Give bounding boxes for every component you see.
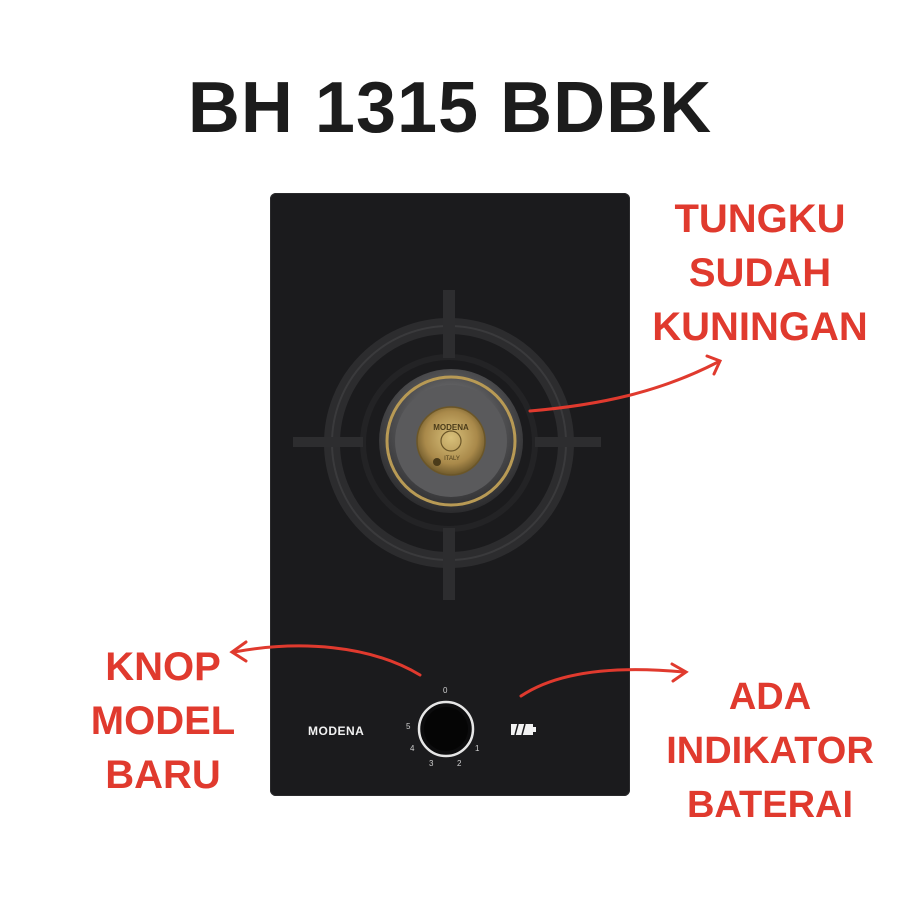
knob-scale-3: 3 — [429, 759, 434, 768]
arrow-burner — [528, 360, 720, 413]
product-title: BH 1315 BDBK — [187, 68, 713, 148]
callout-burner-line-1: TUNGKU — [674, 197, 846, 241]
callout-burner-line-3: KUNINGAN — [652, 305, 868, 349]
arrow-battery — [519, 668, 686, 698]
pan-support — [293, 290, 601, 600]
callout-battery-line-1: ADA — [728, 676, 812, 718]
knob-scale-4: 4 — [410, 744, 415, 753]
brand-logo: MODENA — [308, 724, 365, 738]
battery-indicator-icon — [511, 723, 536, 736]
burner-cap-origin: ITALY — [444, 456, 460, 462]
callout-burner: TUNGKU SUDAH KUNINGAN — [640, 192, 880, 354]
knob-scale-0: 0 — [443, 686, 448, 695]
callout-battery-line-2: INDIKATOR — [666, 730, 874, 772]
brass-burner — [379, 369, 523, 513]
callout-knob: KNOP MODEL BARU — [68, 640, 258, 802]
burner-cap-logo: MODENA — [433, 423, 469, 432]
arrow-knob-head — [229, 640, 248, 663]
annotation-arrows — [229, 354, 723, 698]
control-knob[interactable] — [417, 700, 475, 758]
knob-scale-2: 2 — [457, 759, 462, 768]
callout-knob-line-1: KNOP — [105, 645, 221, 689]
arrow-burner-head — [705, 354, 723, 376]
arrow-battery-head — [670, 662, 689, 683]
callout-knob-line-2: MODEL — [90, 699, 236, 743]
arrow-knob — [232, 644, 422, 677]
callout-battery: ADA INDIKATOR BATERAI — [660, 670, 880, 832]
knob-scale-1: 1 — [475, 744, 480, 753]
callout-knob-line-3: BARU — [105, 753, 221, 797]
callout-burner-line-2: SUDAH — [688, 251, 832, 295]
callout-battery-line-3: BATERAI — [686, 784, 854, 826]
knob-scale-5: 5 — [406, 722, 411, 731]
